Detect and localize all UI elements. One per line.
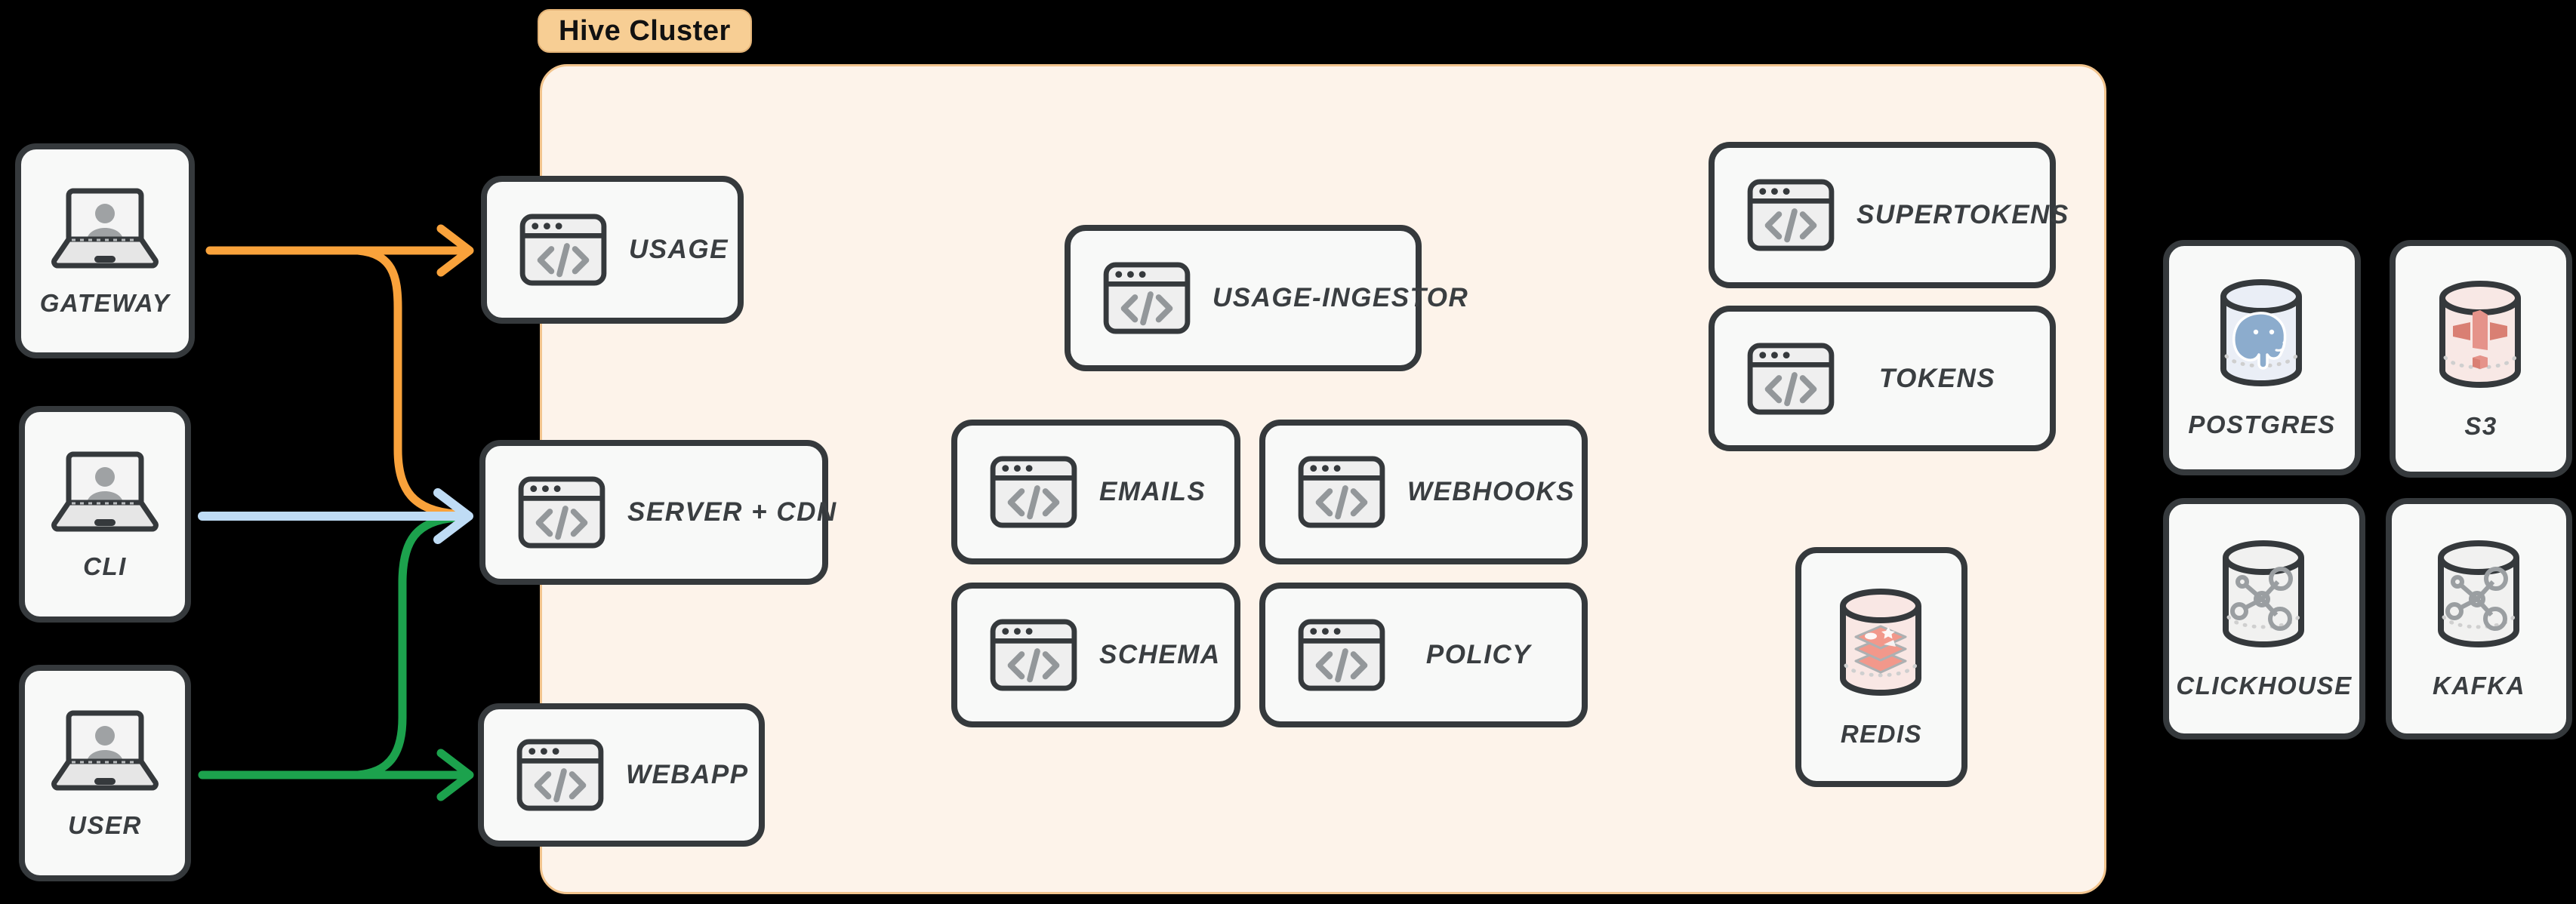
node-webapp-label: WEBAPP (626, 760, 749, 789)
node-policy-label: POLICY (1425, 640, 1532, 669)
node-tokens: TOKENS (1709, 306, 2056, 451)
node-redis-label: REDIS (1840, 720, 1923, 748)
code-window-icon (989, 618, 1078, 692)
node-server-cdn: SERVER + CDN (479, 440, 836, 585)
node-postgres: POSTGRES (2163, 240, 2361, 475)
arrowhead-server-cdn (433, 488, 473, 544)
hive-cluster-label: Hive Cluster (538, 9, 752, 53)
node-emails-label: EMAILS (1099, 477, 1206, 506)
node-s3: S3 (2390, 240, 2572, 478)
laptop-user-icon (45, 185, 165, 269)
node-gateway: GATEWAY (15, 143, 195, 358)
node-webhooks-label: WEBHOOKS (1407, 477, 1575, 506)
node-schema: SCHEMA (951, 583, 1240, 727)
node-redis: REDIS (1795, 547, 1967, 787)
code-window-icon (1746, 342, 1835, 416)
laptop-user-icon (45, 707, 165, 792)
arrowhead-webapp (436, 749, 474, 801)
s3-database-icon (2431, 278, 2531, 392)
node-webapp: WEBAPP (478, 703, 765, 847)
node-webhooks: WEBHOOKS (1259, 420, 1588, 564)
node-schema-label: SCHEMA (1099, 640, 1221, 669)
kafka-database-icon (2430, 537, 2529, 652)
laptop-user-icon (45, 448, 165, 533)
code-window-icon (516, 738, 605, 812)
node-usage-label: USAGE (629, 235, 729, 264)
edge-user-to-server-cdn (353, 513, 461, 779)
node-user: USER (19, 665, 191, 881)
node-usage-ingestor: USAGE-INGESTOR (1065, 225, 1468, 371)
node-user-label: USER (68, 810, 142, 839)
arrowhead-usage (436, 224, 474, 277)
hive-cluster-label-text: Hive Cluster (559, 14, 731, 47)
node-kafka-label: KAFKA (2433, 672, 2525, 700)
code-window-icon (519, 213, 608, 287)
edge-gateway-to-server-cdn (353, 246, 461, 518)
postgres-database-icon (2212, 276, 2312, 391)
code-window-icon (1746, 178, 1835, 252)
code-window-icon (517, 475, 606, 549)
node-usage-ingestor-label: USAGE-INGESTOR (1213, 283, 1469, 312)
node-server-cdn-label: SERVER + CDN (627, 497, 837, 527)
node-tokens-label: TOKENS (1878, 363, 1996, 393)
node-s3-label: S3 (2464, 411, 2497, 440)
code-window-icon (989, 455, 1078, 529)
node-policy: POLICY (1259, 583, 1588, 727)
clickhouse-database-icon (2214, 537, 2314, 652)
s3-logo (2453, 309, 2507, 369)
node-supertokens-label: SUPERTOKENS (1857, 200, 2069, 229)
code-window-icon (1102, 261, 1191, 335)
node-clickhouse-label: CLICKHOUSE (2176, 672, 2353, 700)
redis-database-icon (1832, 586, 1931, 700)
node-gateway-label: GATEWAY (39, 288, 171, 317)
node-clickhouse: CLICKHOUSE (2163, 498, 2365, 739)
node-supertokens: SUPERTOKENS (1709, 142, 2068, 288)
code-window-icon (1297, 455, 1386, 529)
code-window-icon (1297, 618, 1386, 692)
postgres-logo (2232, 312, 2287, 370)
node-kafka: KAFKA (2386, 498, 2572, 739)
node-usage: USAGE (481, 176, 744, 324)
redis-logo (1854, 625, 1907, 674)
node-emails: EMAILS (951, 420, 1240, 564)
node-cli-label: CLI (83, 552, 127, 580)
node-cli: CLI (19, 406, 191, 623)
node-postgres-label: POSTGRES (2188, 410, 2336, 438)
